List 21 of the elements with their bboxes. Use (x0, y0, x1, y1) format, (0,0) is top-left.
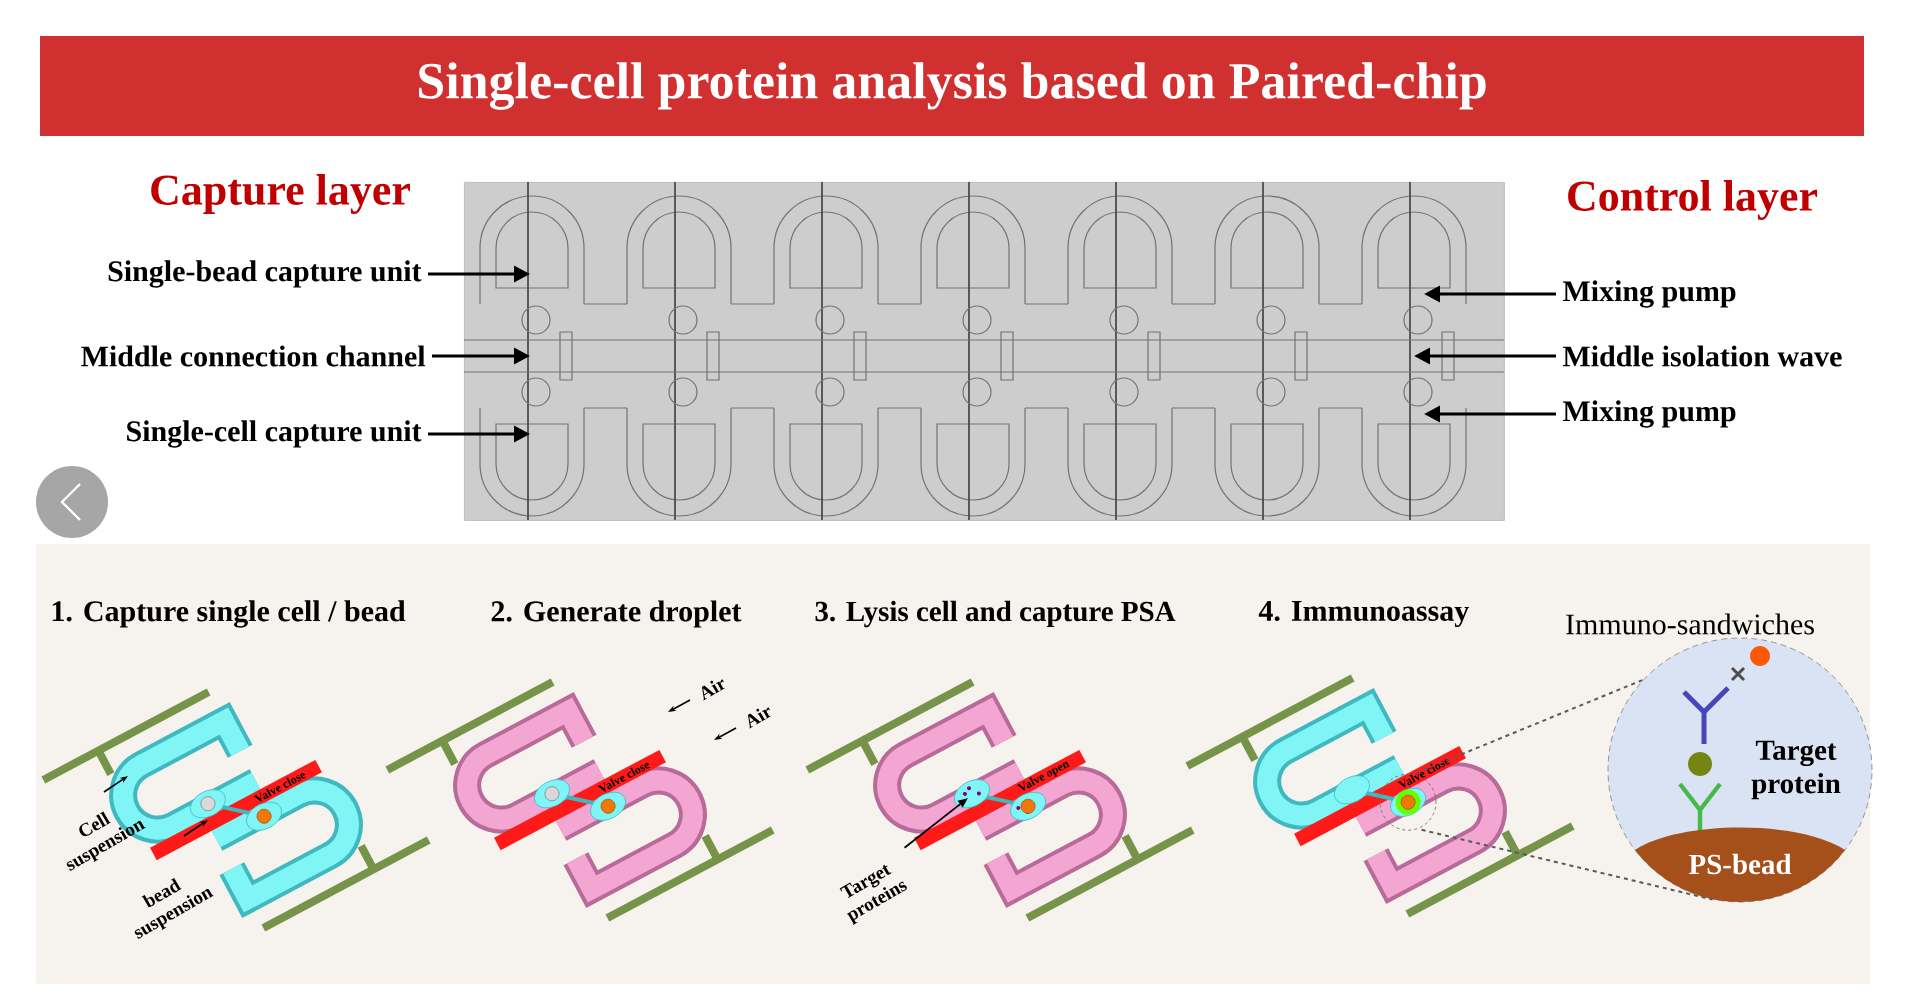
step-heading: 3. Lysis cell and capture PSA (815, 600, 1176, 628)
flow-label: Air (747, 707, 771, 729)
inset-outline (1379, 773, 1437, 831)
part-label: Single-cell capture unit (127, 420, 422, 448)
flow-label: Air (701, 679, 725, 701)
inset-heading: Immuno-sandwiches (1566, 613, 1814, 635)
layer-heading: Control layer (1568, 180, 1818, 221)
leader-line (1420, 828, 1714, 901)
part-label: Single-bead capture unit (108, 260, 422, 288)
micrograph-drawing (463, 181, 1505, 521)
part-label: Mixing pump (1562, 400, 1736, 428)
step-heading: 4. Immunoassay (1258, 600, 1469, 628)
bead-segment: PS-bead (1635, 827, 1845, 902)
part-label: Middle isolation wave (1562, 345, 1842, 367)
part-label: Mixing pump (1562, 280, 1736, 308)
leader-line (1415, 678, 1645, 774)
part-label: Middle connection channel (81, 345, 426, 367)
step-heading: 2. Generate droplet (491, 600, 742, 628)
title-banner: Single-cell protein analysis based on Paired-chip (40, 36, 1864, 136)
step-heading: 1. Capture single cell / bead (52, 600, 406, 628)
layer-heading: Capture layer (151, 174, 410, 215)
